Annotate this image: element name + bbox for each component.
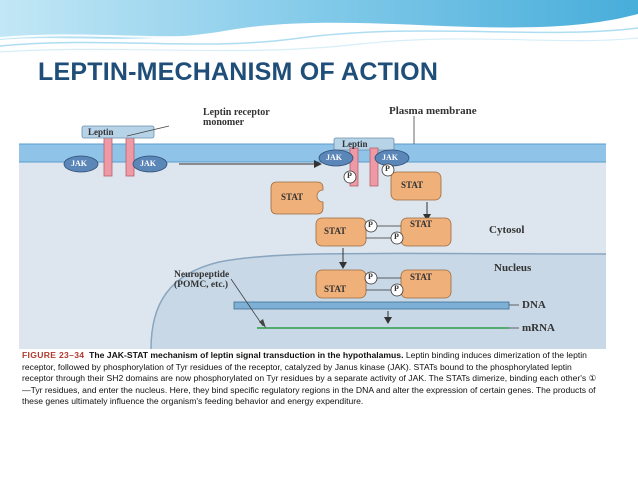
- header-wave-banner: [0, 0, 638, 60]
- p-dimer2-b: [390, 283, 404, 297]
- figure-jak-stat: Leptin Leptin receptor monomer Plasma me…: [19, 104, 606, 465]
- p-label-dimer1-a: P: [368, 220, 373, 229]
- stat-bound: [390, 171, 442, 201]
- stat-dimer-cytosol-right: [400, 217, 452, 247]
- stat-label-dimer1-right: STAT: [410, 219, 433, 229]
- p-receptor-right: [381, 163, 395, 177]
- stat-monomer-free: [270, 181, 324, 215]
- jak-stat-diagram: [19, 104, 606, 465]
- stat-label-dimer2-right: STAT: [410, 272, 433, 282]
- p-receptor-left: [343, 170, 357, 184]
- p-label-dimer2-b: P: [394, 284, 399, 293]
- stat-label-dimer1-left: STAT: [324, 226, 347, 236]
- caption-body: Leptin binding induces dimerization of t…: [22, 350, 597, 407]
- cytosol-label: Cytosol: [489, 224, 525, 236]
- jak-right-1: [318, 149, 354, 167]
- jak-label-right-1: JAK: [326, 153, 342, 162]
- jak-label-left-2: JAK: [140, 159, 156, 168]
- plasma-membrane-label: Plasma membrane: [389, 105, 477, 117]
- jak-left-1: [63, 155, 99, 173]
- stat-label-bound: STAT: [401, 180, 424, 190]
- dna-strand: [233, 301, 510, 310]
- p-label-receptor-left: P: [347, 171, 352, 180]
- leptin-label-left: Leptin: [88, 127, 114, 137]
- p-dimer1-a: [364, 219, 378, 233]
- stat-dimer-nucleus-left: [315, 269, 367, 299]
- neuropeptide-label: Neuropeptide (POMC, etc.): [174, 270, 230, 290]
- jak-label-right-2: JAK: [382, 153, 398, 162]
- leptin-label-right: Leptin: [342, 139, 368, 149]
- p-label-receptor-right: P: [385, 164, 390, 173]
- caption-title: The JAK-STAT mechanism of leptin signal …: [89, 350, 404, 360]
- plasma-membrane: [19, 144, 606, 162]
- figure-caption: FIGURE 23–34 The JAK-STAT mechanism of l…: [22, 350, 602, 458]
- slide-title: LEPTIN-MECHANISM OF ACTION: [38, 58, 439, 86]
- caption-figure-number: FIGURE 23–34: [22, 350, 85, 360]
- stat-label-dimer2-left: STAT: [324, 284, 347, 294]
- p-label-dimer2-a: P: [368, 272, 373, 281]
- receptor-monomer-left: [81, 125, 155, 177]
- mrna-label: mRNA: [522, 322, 555, 334]
- dna-label: DNA: [522, 299, 546, 311]
- stat-dimer-cytosol-left: [315, 217, 367, 247]
- stat-dimer-nucleus-right: [400, 269, 452, 299]
- jak-left-2: [132, 155, 168, 173]
- leptin-receptor-monomer-label: Leptin receptor monomer: [203, 107, 270, 128]
- nuclear-envelope: [150, 252, 606, 350]
- stat-label-free: STAT: [281, 192, 304, 202]
- p-dimer2-a: [364, 271, 378, 285]
- p-label-dimer1-b: P: [394, 232, 399, 241]
- jak-label-left-1: JAK: [71, 159, 87, 168]
- p-dimer1-b: [390, 231, 404, 245]
- nucleus-label: Nucleus: [494, 262, 532, 274]
